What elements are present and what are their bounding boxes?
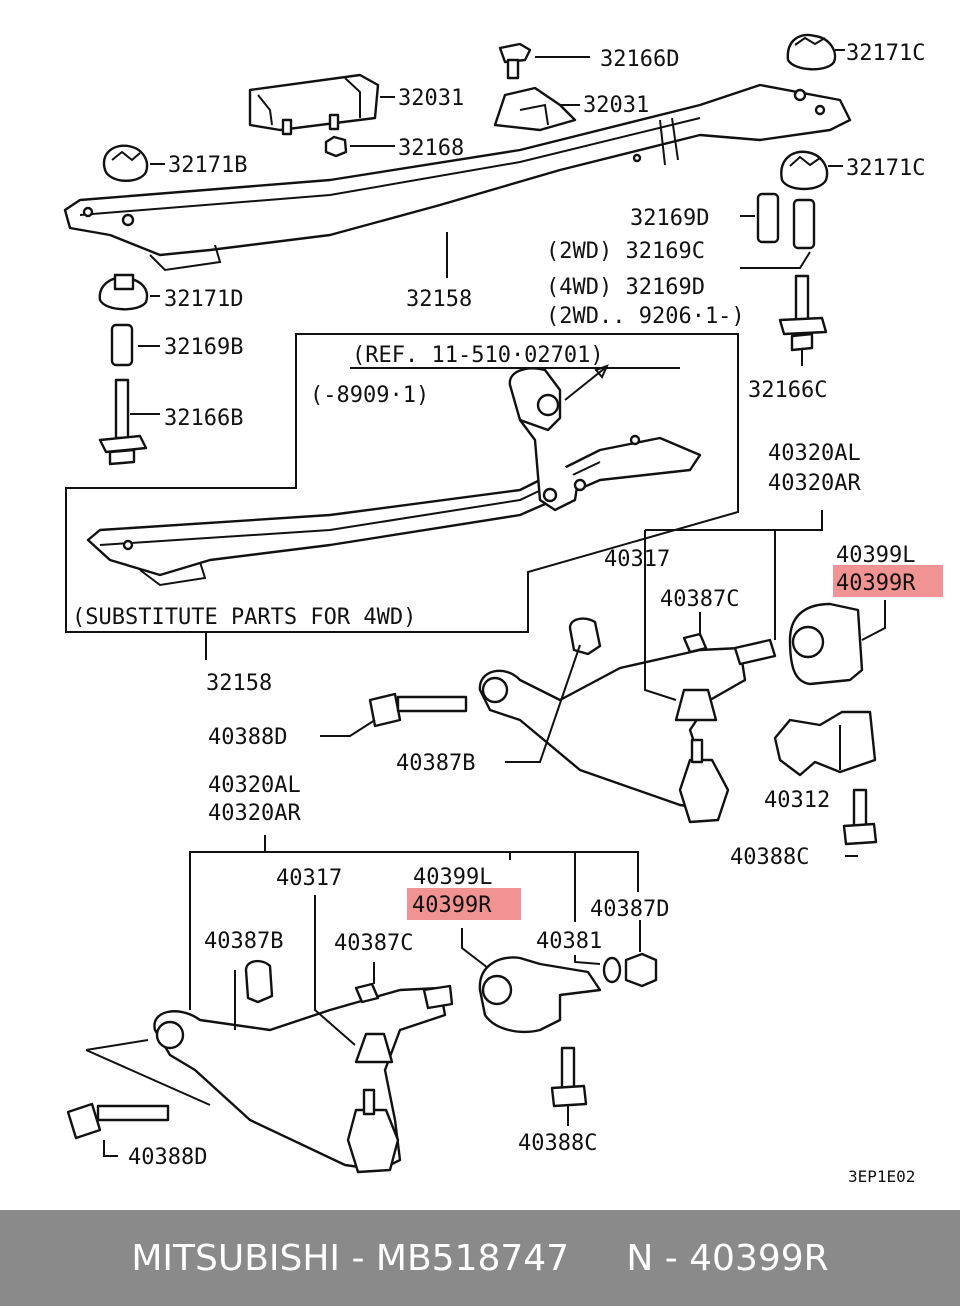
leader-40387B-a <box>505 644 581 763</box>
highlight-40399R-b <box>407 888 521 920</box>
label-32171D: 32171D <box>164 287 243 312</box>
label-40317-b: 40317 <box>276 866 342 891</box>
label-32158-bottom: 32158 <box>206 671 272 696</box>
lower-arm-bottom <box>153 959 454 1174</box>
washer-40381 <box>574 920 658 988</box>
label-32158-top: 32158 <box>406 287 472 312</box>
label-32168: 32168 <box>398 136 464 161</box>
footer-banner: MITSUBISHI - MB518747 N - 40399R <box>0 1210 960 1306</box>
collar-32169B <box>110 323 160 367</box>
label-ref-note: (REF. 11-510·02701) <box>352 343 604 368</box>
label-40387B-b: 40387B <box>204 929 283 954</box>
leader-40317-a <box>644 530 677 701</box>
bolt-40388D-top <box>320 692 468 737</box>
part-number-caption: MITSUBISHI - MB518747 N - 40399R <box>131 1237 829 1279</box>
highlight-40399R-a <box>833 565 943 597</box>
label-32166C: 32166C <box>748 378 827 403</box>
mount-32171D <box>98 273 160 311</box>
bracket-40320-top <box>645 510 823 531</box>
label-2wd-note: (2WD.. 9206·1-) <box>546 304 745 329</box>
label-40320AL-a: 40320AL <box>768 441 861 466</box>
leader-40317-b <box>314 895 356 1046</box>
label-40399R-b: 40399R <box>412 893 492 918</box>
nut-32168 <box>324 135 395 158</box>
label-40387D: 40387D <box>590 897 669 922</box>
bolt-40388C-bottom <box>550 1046 588 1126</box>
label-40312: 40312 <box>764 788 830 813</box>
label-40387C-a: 40387C <box>660 587 739 612</box>
label-32171B: 32171B <box>168 153 247 178</box>
label-32169D-a: 32169D <box>630 206 709 231</box>
label-32169C: (2WD) 32169C <box>546 239 705 264</box>
label-40387C-b: 40387C <box>334 931 413 956</box>
bushing-40399R-bottom <box>407 888 602 1034</box>
label-40388C-a: 40388C <box>730 845 809 870</box>
bracket-40312 <box>773 710 877 777</box>
label-40388C-b: 40388C <box>518 1131 597 1156</box>
label-32169D-b: (4WD) 32169D <box>546 275 705 300</box>
label-40399L-b: 40399L <box>413 865 492 890</box>
label-40387B-a: 40387B <box>396 751 475 776</box>
mount-32171C-mid <box>780 150 843 191</box>
label-32171C-mid: 32171C <box>846 156 925 181</box>
crossmember-32158 <box>63 83 852 272</box>
mount-32171B <box>102 144 165 182</box>
label-40399R-a: 40399R <box>836 571 916 596</box>
label-date-note: (-8909·1) <box>310 383 429 408</box>
bracket-40320-bottom <box>189 851 639 1010</box>
bolt-40388C-top <box>842 788 878 857</box>
bolt-32166C <box>778 274 828 366</box>
label-32031-right: 32031 <box>583 93 649 118</box>
label-40388D-b: 40388D <box>128 1145 207 1170</box>
label-40381: 40381 <box>536 929 602 954</box>
label-32031-left: 32031 <box>398 86 464 111</box>
bolt-32166D-top <box>498 42 590 80</box>
bolt-40388D-bottom <box>66 1039 211 1157</box>
mount-32031-left <box>248 73 395 136</box>
substitute-box <box>65 333 739 660</box>
bushing-40399R-top <box>788 565 943 686</box>
label-40320AR-a: 40320AR <box>768 471 861 496</box>
label-40388D-a: 40388D <box>208 725 287 750</box>
label-32171C-top: 32171C <box>846 41 925 66</box>
label-diagram-code: 3EP1E02 <box>848 1167 915 1186</box>
mount-32171C-top <box>786 33 845 71</box>
bolt-32166B <box>98 378 160 466</box>
parts-diagram: 32166D 32171C 32031 32031 32168 32171B 3… <box>63 33 943 1186</box>
label-32166B: 32166B <box>164 406 243 431</box>
collars-32169 <box>740 192 816 269</box>
mount-32031-right <box>493 86 580 132</box>
label-32169B: 32169B <box>164 335 243 360</box>
lower-arm-upper <box>478 617 777 824</box>
label-40320AR-b: 40320AR <box>208 801 301 826</box>
label-32166D: 32166D <box>600 47 679 72</box>
label-40320AL-b: 40320AL <box>208 773 301 798</box>
label-40317-a: 40317 <box>604 547 670 572</box>
label-40399L-a: 40399L <box>836 543 915 568</box>
label-substitute-note: (SUBSTITUTE PARTS FOR 4WD) <box>72 605 416 630</box>
